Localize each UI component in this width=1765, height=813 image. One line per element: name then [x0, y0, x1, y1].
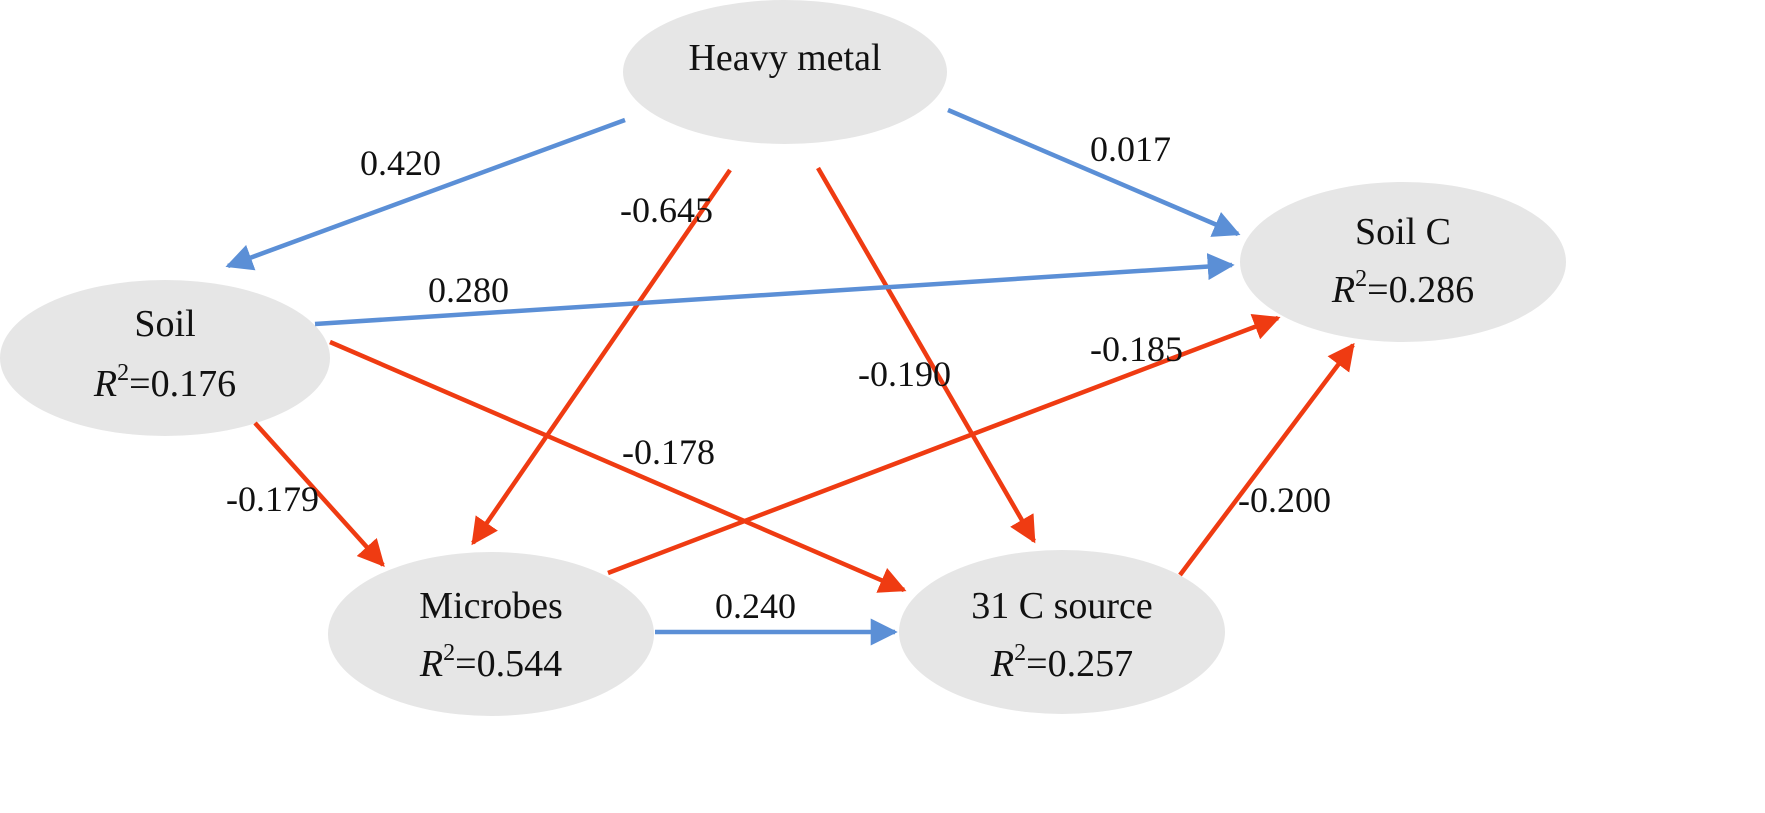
- edge-soil-to-c-source: [329, 339, 907, 593]
- edge-soil-to-soil-c: [314, 253, 1235, 327]
- label-heavy-metal-to-soil: 0.420: [360, 143, 441, 183]
- node-soil-r2: R2=0.176: [93, 360, 236, 405]
- node-c-source: 31 C source R2=0.257: [899, 550, 1225, 714]
- edge-heavy-metal-to-microbes: [471, 168, 732, 546]
- edge-lines: [225, 107, 1355, 646]
- edge-heavy-metal-to-soil: [225, 117, 626, 271]
- node-soil: Soil R2=0.176: [0, 280, 330, 436]
- node-soil-c-r2: R2=0.286: [1331, 266, 1474, 311]
- node-heavy-metal: Heavy metal: [623, 0, 947, 144]
- label-soil-to-c-source: -0.178: [622, 432, 715, 472]
- node-microbes-r2: R2=0.544: [419, 640, 562, 685]
- node-soil-label: Soil: [134, 303, 195, 345]
- label-heavy-metal-to-microbes: -0.645: [620, 190, 713, 230]
- edge-heavy-metal-to-c-source: [816, 166, 1036, 544]
- label-heavy-metal-to-c-source: -0.190: [858, 354, 951, 394]
- edge-labels: 0.420 0.017 -0.645 -0.190 0.280 -0.179 -…: [226, 129, 1331, 626]
- edge-soil-to-microbes: [253, 421, 385, 568]
- label-heavy-metal-to-soil-c: 0.017: [1090, 129, 1171, 169]
- node-microbes: Microbes R2=0.544: [328, 552, 654, 716]
- label-soil-to-microbes: -0.179: [226, 479, 319, 519]
- node-soil-c: Soil C R2=0.286: [1240, 182, 1566, 342]
- edge-microbes-to-soil-c: [607, 314, 1281, 576]
- node-heavy-metal-label: Heavy metal: [688, 37, 881, 79]
- node-c-source-r2: R2=0.257: [990, 640, 1133, 685]
- edge-heavy-metal-to-soil-c: [947, 107, 1241, 237]
- node-c-source-label: 31 C source: [971, 585, 1153, 627]
- label-soil-to-soil-c: 0.280: [428, 270, 509, 310]
- node-microbes-label: Microbes: [419, 585, 563, 627]
- label-microbes-to-soil-c: -0.185: [1090, 329, 1183, 369]
- node-soil-c-label: Soil C: [1355, 211, 1451, 253]
- label-c-source-to-soil-c: -0.200: [1238, 480, 1331, 520]
- label-microbes-to-c-source: 0.240: [715, 586, 796, 626]
- edge-c-source-to-soil-c: [1178, 342, 1355, 577]
